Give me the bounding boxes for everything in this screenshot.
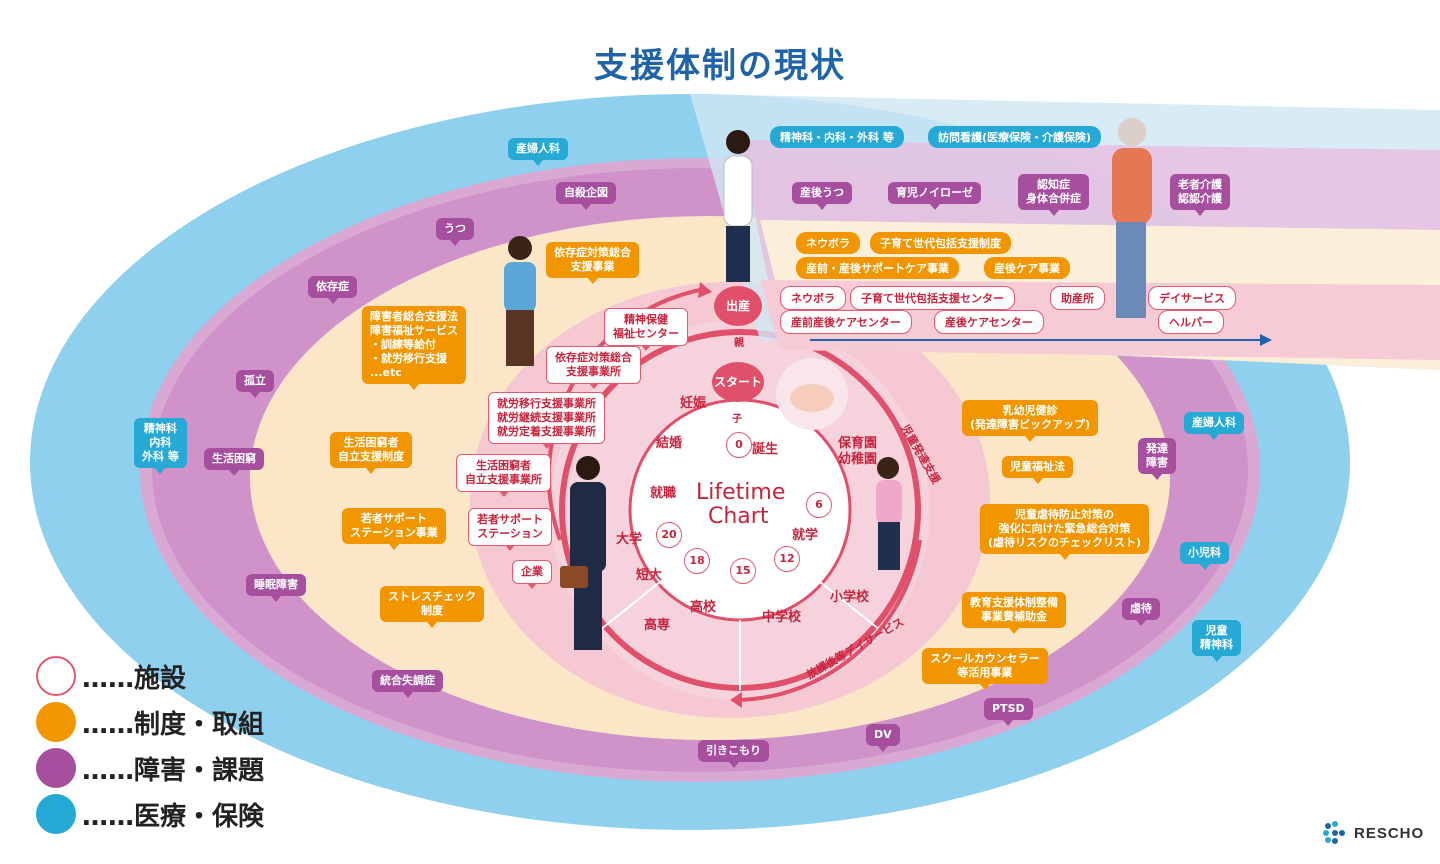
- legend-facility: ……施設: [36, 656, 186, 696]
- mental-health-center-tag: 精神保健 福祉センター: [604, 308, 688, 351]
- parenting-neurosis-tag: 育児ノイローゼ: [888, 182, 981, 210]
- comprehensive-center-pill: 子育て世代包括支援センター: [850, 286, 1015, 310]
- abuse-tag: 虐待: [1122, 598, 1160, 626]
- lifetime-label: Lifetime: [696, 480, 786, 505]
- stage-high-school: 高校: [690, 600, 717, 615]
- dementia-tag: 認知症 身体合併症: [1018, 174, 1089, 216]
- dependency-office-tag: 依存症対策総合 支援事業所: [546, 346, 641, 389]
- day-service-pill: デイサービス: [1148, 286, 1236, 310]
- poverty-support-tag: 生活困窮者 自立支援制度: [330, 432, 412, 474]
- age-18: 18: [684, 548, 710, 574]
- poverty-office-tag: 生活困窮者 自立支援事業所: [456, 454, 551, 497]
- youth-support-tag: 若者サポート ステーション事業: [342, 508, 446, 550]
- birth-badge: 出産: [714, 286, 762, 326]
- stage-child: 子: [732, 414, 742, 425]
- helper-pill: ヘルパー: [1158, 310, 1224, 334]
- pre-post-support-pill: 産前・産後サポートケア事業: [796, 257, 959, 279]
- education-support-tag: 教育支援体制整備 事業費補助金: [962, 592, 1066, 634]
- ptsd-tag: PTSD: [984, 698, 1033, 726]
- stage-university: 大学: [616, 532, 643, 547]
- developmental-disorder-tag: 発達 障害: [1138, 438, 1176, 480]
- chart-label: Chart: [708, 504, 769, 529]
- stress-check-tag: ストレスチェック 制度: [380, 586, 484, 628]
- stage-middle-school: 中学校: [762, 610, 802, 625]
- comprehensive-program-pill: 子育て世代包括支援制度: [870, 232, 1011, 254]
- child-psych-tag: 児童 精神科: [1192, 620, 1241, 662]
- legend-issue: ……障害・課題: [36, 748, 264, 788]
- age-12: 12: [774, 546, 800, 572]
- woman-figure: [504, 236, 536, 366]
- obgyn-left-tag: 産婦人科: [508, 138, 568, 166]
- rescho-logo: RESCHO: [1322, 820, 1424, 846]
- legend-medical-swatch: [36, 794, 76, 834]
- child-figure: [876, 457, 902, 570]
- stage-junior-college: 短大: [636, 568, 663, 583]
- age-20: 20: [656, 522, 682, 548]
- pre-post-center-pill: 産前産後ケアセンター: [780, 310, 912, 334]
- start-badge: スタート: [712, 362, 764, 402]
- stage-birth: 誕生: [752, 442, 779, 457]
- rescho-logo-text: RESCHO: [1354, 824, 1425, 842]
- legend-issue-swatch: [36, 748, 76, 788]
- youth-station-tag: 若者サポート ステーション: [468, 508, 552, 551]
- isolation-tag: 孤立: [236, 370, 274, 398]
- stage-marriage: 結婚: [656, 436, 683, 451]
- abuse-prevention-tag: 児童虐待防止対策の 強化に向けた緊急総合対策 (虐待リスクのチェックリスト): [980, 504, 1150, 560]
- stage-nursery: 保育園: [838, 436, 878, 451]
- legend-facility-swatch: [36, 656, 76, 696]
- age-0: 0: [726, 432, 752, 458]
- dv-tag: DV: [866, 724, 900, 752]
- neuvola-facility-pill: ネウボラ: [780, 286, 846, 310]
- age-15: 15: [730, 558, 756, 584]
- suicide-tag: 自殺企図: [556, 182, 616, 210]
- psych-left-tag: 精神科 内科 外科 等: [134, 418, 187, 474]
- baby-image: [776, 358, 848, 430]
- postpartum-center-pill: 産後ケアセンター: [934, 310, 1044, 334]
- legend-medical-label: ……医療・保険: [82, 801, 265, 832]
- rescho-logo-icon: [1323, 821, 1345, 844]
- postpartum-care-pill: 産後ケア事業: [984, 257, 1070, 279]
- elderly-figure: [1112, 118, 1152, 318]
- neuvola-program-pill: ネウボラ: [796, 232, 860, 254]
- pediatrics-tag: 小児科: [1180, 542, 1229, 570]
- stage-elementary: 小学校: [830, 590, 870, 605]
- school-counselor-tag: スクールカウンセラー 等活用事業: [922, 648, 1048, 690]
- addiction-tag: 依存症: [308, 276, 357, 304]
- stage-pregnancy: 妊娠: [680, 396, 707, 411]
- midwife-pill: 助産所: [1050, 286, 1105, 310]
- stage-parent: 親: [734, 338, 744, 349]
- company-tag: 企業: [512, 560, 552, 589]
- infant-checkup-tag: 乳幼児健診 (発達障害ピックアップ): [962, 400, 1099, 442]
- stage-employment: 就職: [650, 486, 677, 501]
- hikikomori-tag: 引きこもり: [698, 740, 769, 768]
- legend-program-label: ……制度・取組: [82, 709, 265, 740]
- visiting-nursing-pill: 訪問看護(医療保険・介護保険): [928, 126, 1102, 148]
- depression-tag: うつ: [436, 218, 474, 246]
- stage-vocational: 高専: [644, 618, 671, 633]
- child-welfare-tag: 児童福祉法: [1002, 456, 1073, 484]
- legend-program-swatch: [36, 702, 76, 742]
- dependency-support-tag: 依存症対策総合 支援事業: [546, 242, 639, 284]
- medical-depts-pill: 精神科・内科・外科 等: [770, 126, 904, 148]
- sleep-disorder-tag: 睡眠障害: [246, 574, 306, 602]
- employment-offices-tag: 就労移行支援事業所 就労継続支援事業所 就労定着支援事業所: [488, 392, 605, 449]
- schizophrenia-tag: 統合失調症: [372, 670, 443, 698]
- poverty-tag: 生活困窮: [204, 448, 264, 476]
- legend-program: ……制度・取組: [36, 702, 264, 742]
- postpartum-depression-tag: 産後うつ: [792, 182, 852, 210]
- mother-figure: [723, 130, 753, 282]
- stage-school-entry: 就学: [792, 528, 819, 543]
- disability-act-tag: 障害者総合支援法 障害福祉サービス ・訓練等給付 ・就労移行支援 ...etc: [362, 306, 466, 390]
- age-6: 6: [806, 492, 832, 518]
- stage-kindergarten: 幼稚園: [838, 452, 878, 467]
- elder-care-tag: 老者介護 認認介護: [1170, 174, 1230, 216]
- legend-issue-label: ……障害・課題: [82, 755, 265, 786]
- legend-facility-label: ……施設: [82, 663, 187, 694]
- page-title: 支援体制の現状: [594, 46, 846, 86]
- legend-medical: ……医療・保険: [36, 794, 264, 834]
- businesswoman-figure: [560, 456, 606, 650]
- obgyn-right-tag: 産婦人科: [1184, 412, 1244, 440]
